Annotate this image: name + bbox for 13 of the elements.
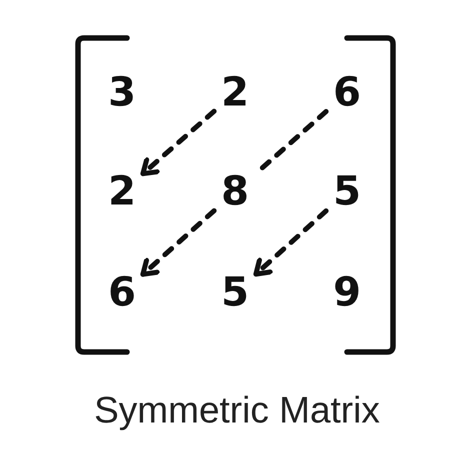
matrix-entry: 6	[108, 278, 136, 308]
matrix-entry: 8	[221, 176, 249, 208]
matrix-entry: 3	[108, 78, 136, 108]
caption: Symmetric Matrix	[94, 392, 380, 428]
matrix-entry: 2	[221, 78, 249, 108]
dashed-arrow	[140, 208, 217, 277]
matrix-entry: 9	[333, 278, 361, 308]
dashed-arrow	[140, 108, 217, 176]
matrix-entry: 5	[221, 278, 249, 308]
dashed-arrow	[253, 208, 329, 277]
matrix-entry: 6	[333, 78, 361, 108]
matrix-entry: 5	[333, 176, 361, 208]
matrix-entry: 2	[108, 176, 136, 208]
